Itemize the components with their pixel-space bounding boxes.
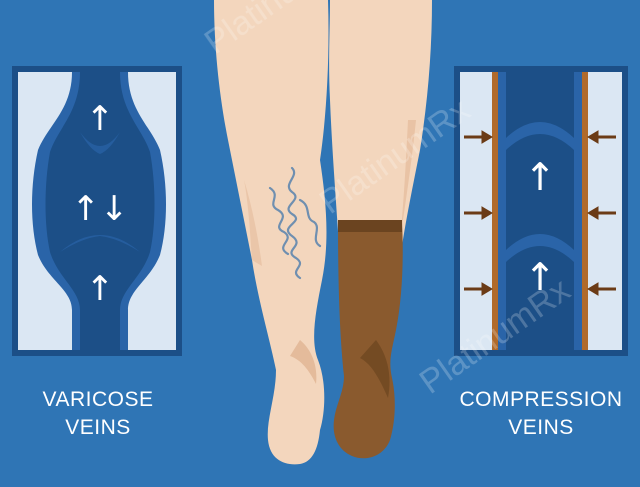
up-arrow-icon: ↑ xyxy=(524,255,556,299)
pressure-arrow-icon xyxy=(464,130,493,144)
caption-line: VEINS xyxy=(508,416,574,439)
pressure-arrow-icon xyxy=(587,206,616,220)
compression-veins-caption: COMPRESSION VEINS xyxy=(446,386,636,442)
pressure-arrow-icon xyxy=(464,206,493,220)
pressure-arrow-icon xyxy=(587,130,616,144)
up-arrow-icon: ↑ xyxy=(86,269,115,309)
valve-closed-upper xyxy=(506,122,574,150)
varicose-vein-lines xyxy=(268,166,322,280)
up-arrow-icon: ↑ xyxy=(86,99,115,139)
valve-closed-lower xyxy=(506,234,574,262)
compression-vein-panel: ↑ ↑ xyxy=(454,66,628,356)
stocking-band xyxy=(338,220,402,232)
valve-lower xyxy=(60,235,140,252)
varicose-veins-caption: VARICOSE VEINS xyxy=(18,386,178,442)
vessel-wall-right xyxy=(582,72,588,350)
caption-line: VEINS xyxy=(65,416,131,439)
valve-upper xyxy=(80,132,120,154)
vessel-wall-left xyxy=(492,72,498,350)
pressure-arrow-icon xyxy=(587,282,616,296)
compression-stocking xyxy=(333,222,403,459)
pressure-arrows xyxy=(464,130,616,296)
legs xyxy=(214,0,432,465)
up-arrow-icon: ↑ xyxy=(524,155,556,199)
caption-line: VARICOSE xyxy=(42,388,154,411)
varicose-vein-panel: ↑ ↑↓ ↑ xyxy=(12,66,182,356)
caption-line: COMPRESSION xyxy=(459,388,623,411)
up-down-arrows-icon: ↑↓ xyxy=(72,189,129,229)
pressure-arrow-icon xyxy=(464,282,493,296)
